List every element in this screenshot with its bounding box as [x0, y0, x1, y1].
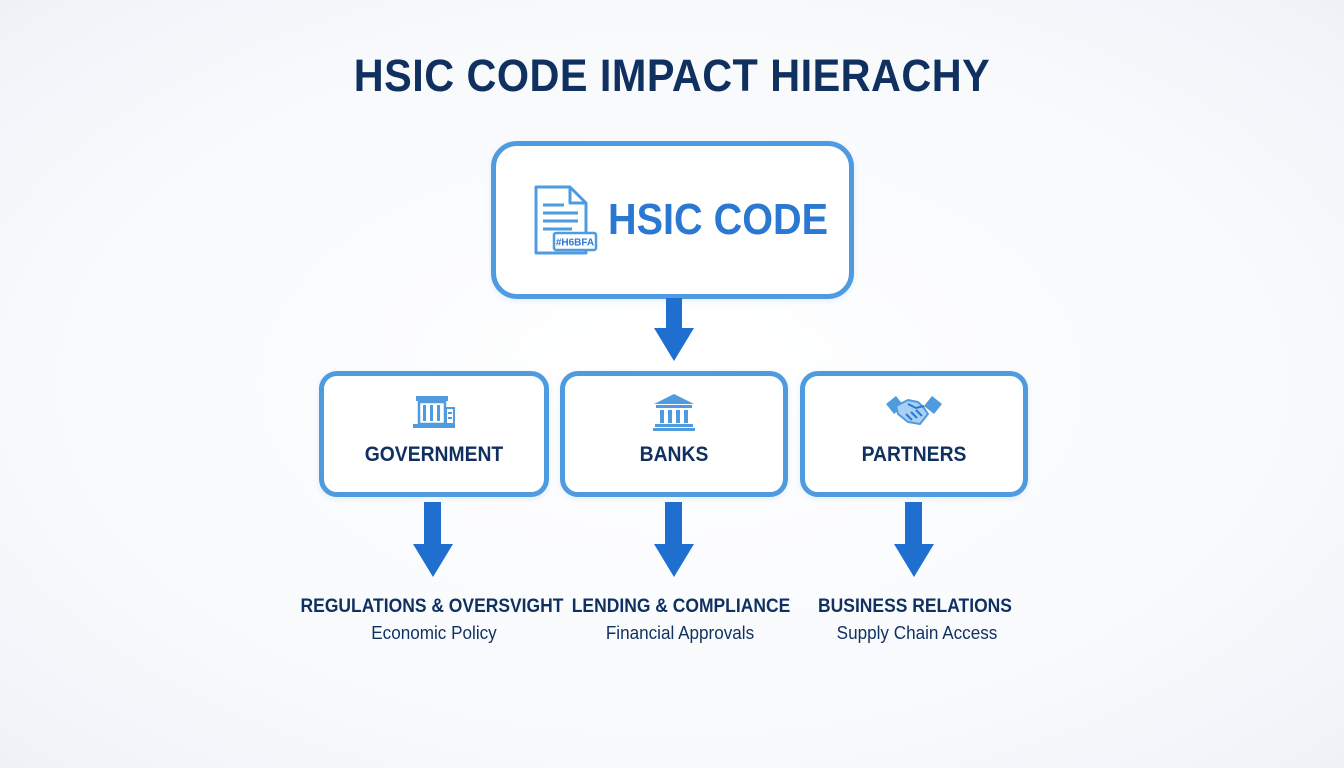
- arrow-government-to-outcome: [413, 502, 453, 577]
- outcome-government-title: REGULATIONS & OVERSVIGHT: [300, 596, 564, 617]
- document-code-tag: #H6BFA: [556, 238, 594, 249]
- government-building-icon: [413, 396, 455, 428]
- diagram-title: HSIC CODE IMPACT HIERACHY: [353, 50, 991, 101]
- handshake-icon: [886, 396, 942, 425]
- node-government-label: GOVERNMENT: [364, 443, 504, 466]
- outcome-government-subtitle: Economic Policy: [371, 623, 497, 643]
- outcome-partners-title: BUSINESS RELATIONS: [818, 596, 1012, 617]
- node-banks: BANKS: [560, 371, 788, 497]
- outcome-partners-subtitle: Supply Chain Access: [836, 623, 998, 643]
- node-government: GOVERNMENT: [319, 371, 549, 497]
- arrow-root-to-banks: [654, 298, 694, 361]
- outcome-banks-subtitle: Financial Approvals: [605, 623, 755, 643]
- node-partners-label: PARTNERS: [861, 443, 967, 466]
- arrow-banks-to-outcome: [654, 502, 694, 577]
- node-partners: PARTNERS: [800, 371, 1028, 497]
- outcome-banks-title: LENDING & COMPLIANCE: [571, 596, 791, 617]
- bank-icon: [653, 394, 695, 431]
- document-code-icon: #H6BFA: [534, 185, 598, 255]
- node-banks-label: BANKS: [639, 443, 709, 466]
- root-node-hsic-code: #H6BFA HSIC CODE: [491, 141, 854, 299]
- arrow-partners-to-outcome: [894, 502, 934, 577]
- root-node-label: HSIC CODE: [608, 195, 829, 244]
